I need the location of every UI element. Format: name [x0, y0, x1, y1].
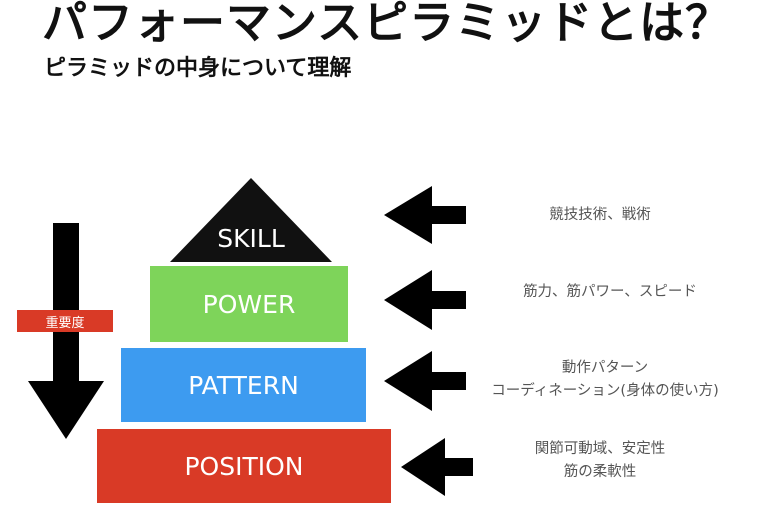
- pyramid-level-skill: SKILL: [170, 178, 332, 262]
- pyramid-level-power: POWER: [150, 266, 348, 342]
- description-position: 関節可動域、安定性 筋の柔軟性: [515, 438, 685, 484]
- left-arrow-pattern: [384, 351, 466, 411]
- level-label-skill: SKILL: [217, 224, 285, 253]
- description-skill: 競技技術、戦術: [530, 204, 670, 227]
- page-title: パフォーマンスピラミッドとは？: [42, 0, 732, 49]
- description-line: 動作パターン: [561, 360, 649, 376]
- pyramid-level-pattern: PATTERN: [121, 348, 366, 422]
- pyramid-level-position: POSITION: [97, 429, 391, 503]
- description-line: コーディネーション(身体の使い方): [491, 383, 719, 399]
- description-power: 筋力、筋パワー、スピード: [500, 281, 720, 304]
- page-subtitle: ピラミッドの中身について理解: [44, 56, 352, 81]
- importance-down-arrow: [28, 223, 104, 439]
- description-line: 筋力、筋パワー、スピード: [523, 284, 697, 300]
- left-arrow-power: [384, 270, 466, 330]
- description-line: 筋の柔軟性: [563, 464, 637, 480]
- description-line: 競技技術、戦術: [549, 207, 651, 223]
- importance-badge: 重要度: [17, 310, 113, 332]
- description-line: 関節可動域、安定性: [534, 441, 666, 457]
- description-pattern: 動作パターン コーディネーション(身体の使い方): [470, 357, 740, 403]
- left-arrow-position: [401, 438, 473, 496]
- left-arrow-skill: [384, 186, 466, 244]
